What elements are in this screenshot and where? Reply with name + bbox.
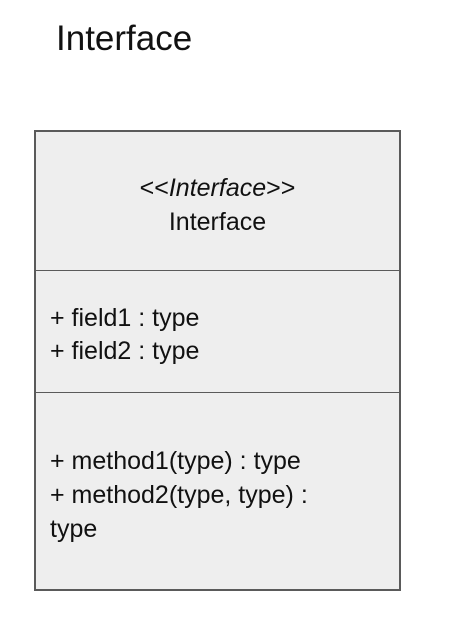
methods-section: + method1(type) : type + method2(type, t… bbox=[36, 393, 399, 589]
page-title: Interface bbox=[56, 19, 193, 58]
methods-list: + method1(type) : type + method2(type, t… bbox=[50, 444, 380, 546]
stereotype-label: <<Interface>> bbox=[36, 173, 399, 203]
method-item: + method2(type, type) : bbox=[50, 481, 308, 509]
class-header-section: <<Interface>> Interface bbox=[36, 132, 399, 271]
stereotype-open: << bbox=[139, 174, 169, 202]
class-name: Interface bbox=[168, 208, 267, 236]
fields-list: + field1 : type + field2 : type bbox=[50, 302, 199, 368]
field-item: + field1 : type bbox=[50, 304, 200, 332]
uml-interface-box[interactable]: <<Interface>> Interface + field1 : type … bbox=[34, 130, 401, 591]
method-item: + method1(type) : type bbox=[50, 447, 301, 475]
stereotype-close: >> bbox=[266, 174, 296, 202]
fields-section: + field1 : type + field2 : type bbox=[36, 271, 399, 393]
field-item: + field2 : type bbox=[50, 337, 200, 365]
method-item-continuation: type bbox=[50, 515, 98, 543]
stereotype-kind: Interface bbox=[168, 174, 267, 202]
